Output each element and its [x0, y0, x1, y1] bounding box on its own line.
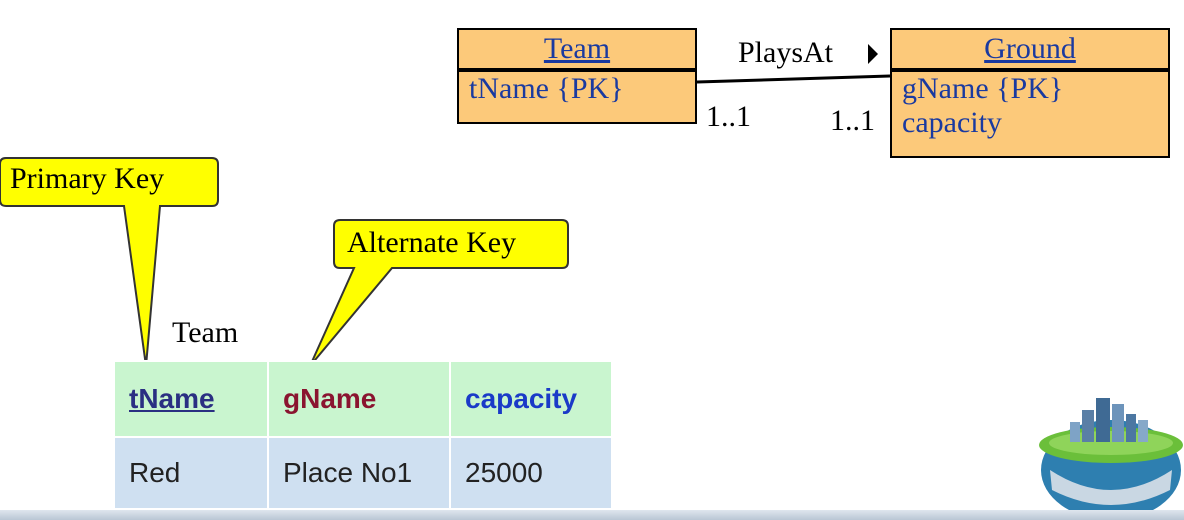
- ground-entity-divider: [890, 68, 1170, 72]
- alternate-key-callout-shape: [309, 219, 569, 367]
- bottom-bar: [0, 510, 1184, 520]
- relationship-line: [696, 74, 891, 84]
- relation-table: tName gName capacity Red Place No1 25000: [113, 360, 613, 510]
- ground-entity: Ground gName {PK} capacity: [890, 28, 1170, 158]
- column-header-capacity: capacity: [449, 360, 613, 438]
- primary-key-callout-shape: [0, 157, 219, 367]
- team-entity-title: Team: [543, 32, 611, 65]
- table-header-row: tName gName capacity: [113, 360, 613, 438]
- table-row: Red Place No1 25000: [113, 436, 613, 510]
- ground-entity-attr: capacity: [902, 106, 1002, 139]
- column-header-gname: gName: [267, 360, 451, 438]
- alternate-key-callout: Alternate Key: [347, 226, 517, 259]
- table-name-label: Team: [172, 316, 239, 349]
- team-entity-divider: [457, 68, 697, 72]
- column-header-tname: tName: [113, 360, 269, 438]
- primary-key-callout: Primary Key: [10, 162, 165, 195]
- team-entity-attr: tName {PK}: [469, 72, 624, 105]
- ground-entity-attr: gName {PK}: [902, 72, 1064, 105]
- direction-arrow-icon: [868, 44, 878, 64]
- ground-entity-title: Ground: [984, 32, 1076, 65]
- table-cell: Red: [113, 436, 269, 510]
- globe-city-icon: [1039, 398, 1183, 520]
- multiplicity-right: 1..1: [830, 104, 875, 137]
- multiplicity-left: 1..1: [706, 100, 751, 133]
- relationship-name: PlaysAt: [738, 36, 834, 69]
- team-entity: Team tName {PK}: [457, 28, 697, 124]
- table-cell: Place No1: [267, 436, 451, 510]
- table-cell: 25000: [449, 436, 613, 510]
